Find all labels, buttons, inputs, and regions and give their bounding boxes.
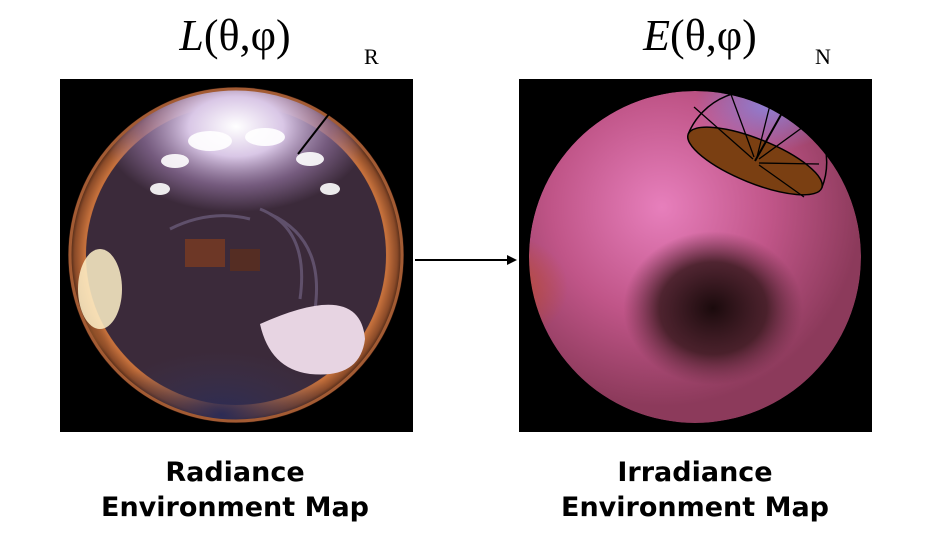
- irradiance-formula: E(θ,φ): [570, 10, 830, 66]
- irradiance-formula-args: (θ,φ): [670, 11, 757, 60]
- mirror-ball-image: [68, 87, 404, 423]
- irradiance-environment-map: [519, 79, 872, 432]
- irradiance-caption-line2: Environment Map: [561, 492, 829, 523]
- irradiance-caption-line1: Irradiance: [617, 457, 773, 488]
- irradiance-caption: Irradiance Environment Map: [515, 455, 875, 525]
- radiance-caption-line2: Environment Map: [101, 492, 369, 523]
- normal-vector-label: N: [815, 44, 831, 69]
- reflection-vector: [297, 79, 358, 155]
- radiance-environment-map: [60, 79, 413, 432]
- radiance-formula-args: (θ,φ): [203, 11, 291, 60]
- radiance-formula-func: L: [179, 11, 204, 60]
- irradiance-formula-func: E: [643, 11, 671, 60]
- hemisphere-diagram: [686, 79, 828, 198]
- radiance-caption-line1: Radiance: [165, 457, 305, 488]
- transform-arrow: [415, 255, 517, 265]
- reflection-vector-label: R: [364, 44, 379, 69]
- radiance-caption: Radiance Environment Map: [55, 455, 415, 525]
- radiance-formula: L(θ,φ): [105, 10, 365, 66]
